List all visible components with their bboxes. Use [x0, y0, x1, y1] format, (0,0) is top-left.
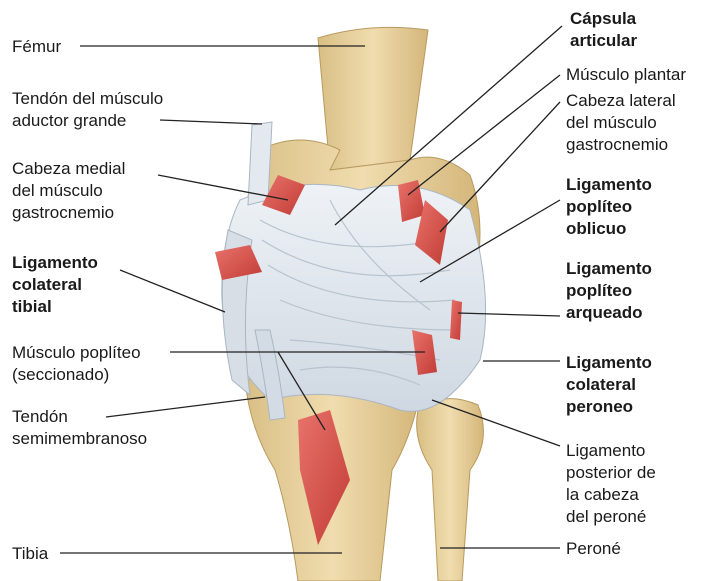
label-perone-line1: Peroné [566, 538, 621, 560]
leader-tendon-aductor [160, 120, 262, 124]
label-cabeza-medial-line3: gastrocnemio [12, 202, 125, 224]
label-lig-obl-line1: Ligamento [566, 174, 652, 196]
label-lig-post-line3: la cabeza [566, 484, 656, 506]
label-lig-col-tibial-line2: colateral [12, 274, 98, 296]
label-lig-peroneo-line2: colateral [566, 374, 652, 396]
label-tendon-aductor-line2: aductor grande [12, 110, 163, 132]
label-cabeza-lateral-line3: gastrocnemio [566, 134, 676, 156]
label-capsula-line1: Cápsula [570, 8, 637, 30]
leader-plantar [408, 75, 560, 195]
label-tibia-line1: Tibia [12, 543, 48, 565]
label-lig-arq-line3: arqueado [566, 302, 652, 324]
label-cabeza-lateral-line1: Cabeza lateral [566, 90, 676, 112]
label-lig-col-tibial: Ligamento colateral tibial [12, 252, 98, 318]
label-capsula-line2: articular [570, 30, 637, 52]
label-plantar: Músculo plantar [566, 64, 686, 86]
label-popliteo-line2: (seccionado) [12, 364, 141, 386]
label-tendon-aductor: Tendón del músculo aductor grande [12, 88, 163, 132]
label-lig-obl-line3: oblicuo [566, 218, 652, 240]
label-semimembranoso-line2: semimembranoso [12, 428, 147, 450]
label-semimembranoso: Tendón semimembranoso [12, 406, 147, 450]
label-lig-obl-line2: poplíteo [566, 196, 652, 218]
label-lig-post-line1: Ligamento [566, 440, 656, 462]
label-cabeza-medial-line1: Cabeza medial [12, 158, 125, 180]
label-lig-col-tibial-line3: tibial [12, 296, 98, 318]
label-cabeza-medial: Cabeza medial del músculo gastrocnemio [12, 158, 125, 224]
label-tibia: Tibia [12, 543, 48, 565]
label-lig-post-line4: del peroné [566, 506, 656, 528]
label-plantar-line1: Músculo plantar [566, 64, 686, 86]
label-lig-peroneo-line3: peroneo [566, 396, 652, 418]
label-lig-post: Ligamento posterior de la cabeza del per… [566, 440, 656, 528]
label-cabeza-lateral-line2: del músculo [566, 112, 676, 134]
arcuate-stump [450, 300, 462, 340]
label-lig-peroneo: Ligamento colateral peroneo [566, 352, 652, 418]
label-tendon-aductor-line1: Tendón del músculo [12, 88, 163, 110]
label-lig-post-line2: posterior de [566, 462, 656, 484]
label-cabeza-medial-line2: del músculo [12, 180, 125, 202]
label-lig-peroneo-line1: Ligamento [566, 352, 652, 374]
label-femur-line1: Fémur [12, 36, 61, 58]
label-cabeza-lateral: Cabeza lateral del músculo gastrocnemio [566, 90, 676, 156]
label-semimembranoso-line1: Tendón [12, 406, 147, 428]
label-lig-arq-line2: poplíteo [566, 280, 652, 302]
label-lig-col-tibial-line1: Ligamento [12, 252, 98, 274]
label-lig-obl: Ligamento poplíteo oblicuo [566, 174, 652, 240]
label-popliteo-line1: Músculo poplíteo [12, 342, 141, 364]
label-lig-arq: Ligamento poplíteo arqueado [566, 258, 652, 324]
fibula-bone [417, 399, 484, 581]
label-capsula: Cápsula articular [570, 8, 637, 52]
label-perone: Peroné [566, 538, 621, 560]
label-lig-arq-line1: Ligamento [566, 258, 652, 280]
leader-lig-col-tibial [120, 270, 225, 312]
label-femur: Fémur [12, 36, 61, 58]
label-popliteo: Músculo poplíteo (seccionado) [12, 342, 141, 386]
